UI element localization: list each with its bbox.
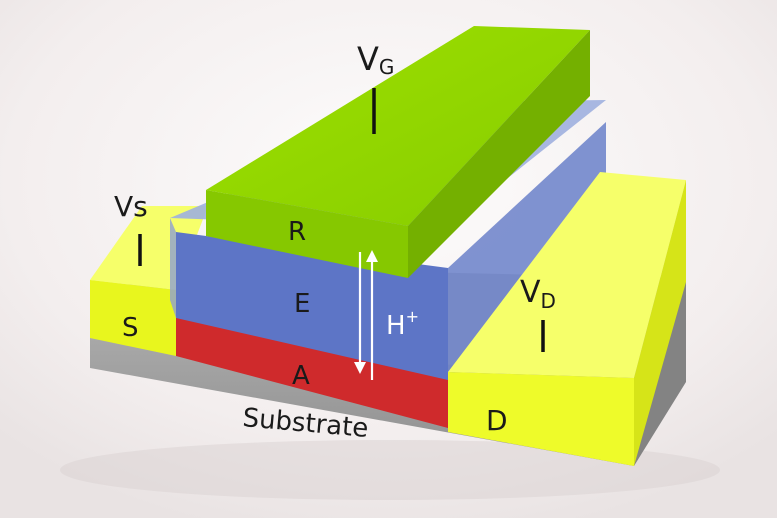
gate-side-face xyxy=(408,30,590,278)
proton-up-arrowhead xyxy=(366,250,378,262)
gate-top-face xyxy=(206,26,590,226)
electrolyte-label: E xyxy=(294,289,310,319)
reservoir-label: R xyxy=(288,217,306,247)
drain-side-face xyxy=(634,180,686,466)
gate-voltage-label: VG xyxy=(357,40,394,79)
gate-front-face xyxy=(206,190,408,278)
proton-down-arrowhead xyxy=(354,362,366,374)
drain-label: D xyxy=(486,404,508,437)
electrolyte-left-edge xyxy=(170,218,176,318)
drain-voltage-label: VD xyxy=(520,275,556,313)
electrolyte-side-face xyxy=(448,122,606,380)
active-layer-label: A xyxy=(292,361,310,391)
source-voltage-label: Vs xyxy=(114,190,148,223)
drain-front-face xyxy=(448,372,634,466)
source-label: S xyxy=(122,313,139,343)
drain-top-face xyxy=(448,172,686,378)
proton-label: H+ xyxy=(386,307,419,341)
source-front-face xyxy=(90,280,176,356)
floor-shadow xyxy=(60,440,720,500)
